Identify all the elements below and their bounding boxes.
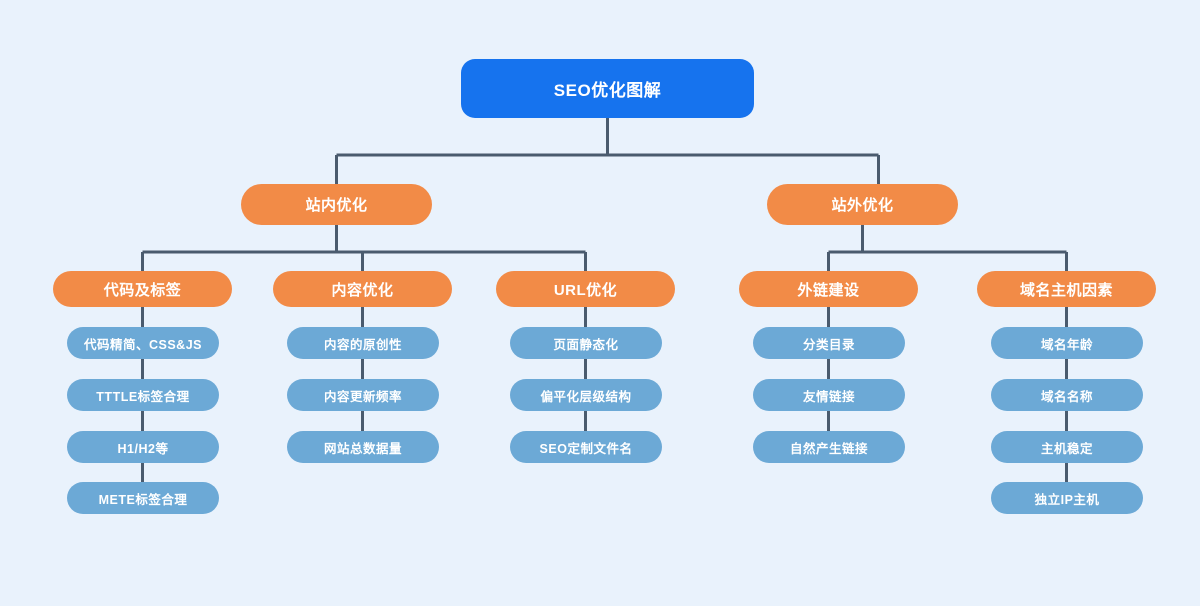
node-leaf[interactable]: 网站总数据量: [287, 431, 439, 463]
node-leaf[interactable]: 主机稳定: [991, 431, 1143, 463]
node-leaf[interactable]: 自然产生链接: [753, 431, 905, 463]
node-category-domain-host[interactable]: 域名主机因素: [977, 271, 1156, 307]
node-leaf[interactable]: 分类目录: [753, 327, 905, 359]
node-leaf[interactable]: TTTLE标签合理: [67, 379, 219, 411]
node-category-url[interactable]: URL优化: [496, 271, 675, 307]
node-leaf[interactable]: SEO定制文件名: [510, 431, 662, 463]
node-root-seo[interactable]: SEO优化图解: [461, 59, 754, 118]
node-leaf[interactable]: H1/H2等: [67, 431, 219, 463]
node-category-code-tags[interactable]: 代码及标签: [53, 271, 232, 307]
node-leaf[interactable]: 域名年龄: [991, 327, 1143, 359]
node-category-backlinks[interactable]: 外链建设: [739, 271, 918, 307]
node-leaf[interactable]: 偏平化层级结构: [510, 379, 662, 411]
node-leaf[interactable]: 内容更新频率: [287, 379, 439, 411]
node-leaf[interactable]: 友情链接: [753, 379, 905, 411]
node-leaf[interactable]: 独立IP主机: [991, 482, 1143, 514]
node-leaf[interactable]: 代码精简、CSS&JS: [67, 327, 219, 359]
node-leaf[interactable]: 页面静态化: [510, 327, 662, 359]
node-category-content[interactable]: 内容优化: [273, 271, 452, 307]
node-leaf[interactable]: 域名名称: [991, 379, 1143, 411]
node-branch-offsite[interactable]: 站外优化: [767, 184, 958, 225]
node-leaf[interactable]: METE标签合理: [67, 482, 219, 514]
node-leaf[interactable]: 内容的原创性: [287, 327, 439, 359]
node-branch-onsite[interactable]: 站内优化: [241, 184, 432, 225]
